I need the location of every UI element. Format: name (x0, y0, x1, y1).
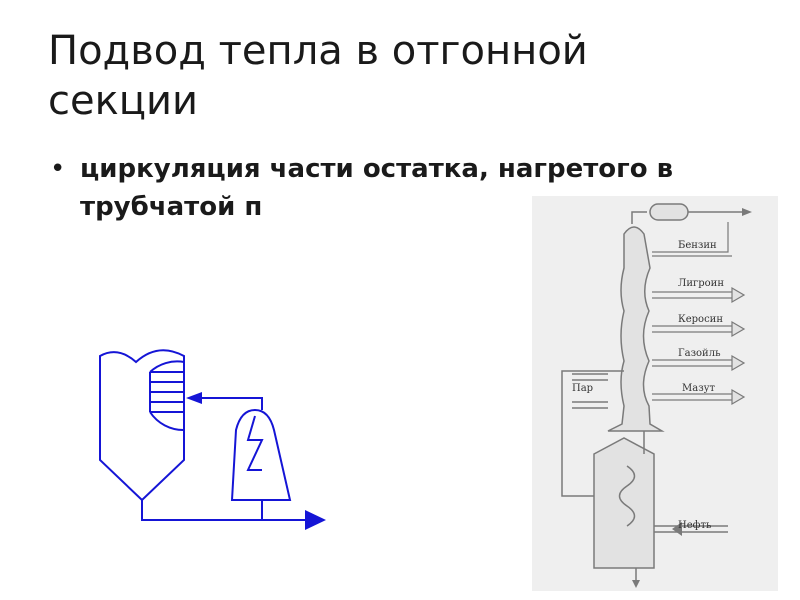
label-kerosin: Керосин (678, 314, 724, 325)
distillation-diagram: Бензин Лигроин Керосин Газойль Мазут Пар… (532, 196, 778, 591)
label-gazoil: Газойль (678, 348, 721, 359)
label-neft: Нефть (678, 520, 712, 531)
distillation-svg (561, 203, 752, 588)
bullet-text: циркуляция части остатка, нагретого в тр… (80, 154, 674, 222)
label-benzin: Бензин (678, 240, 717, 251)
recycle-pipe (202, 397, 263, 520)
bullet-list: • циркуляция части остатка, нагретого в … (48, 150, 788, 226)
column-trays (149, 360, 185, 432)
reboiler-scheme-diagram (99, 349, 326, 530)
feed-line (561, 370, 624, 497)
condenser (649, 203, 689, 221)
furnace-coil (246, 415, 264, 471)
outlet-arrow (305, 510, 326, 530)
slide-title: Подвод тепла в отгонной секции (48, 28, 588, 124)
label-mazut: Мазут (682, 383, 716, 394)
steam-lines (572, 373, 608, 409)
distillation-column (607, 226, 665, 432)
recycle-arrow (186, 392, 202, 404)
bullet-dot: • (50, 154, 66, 184)
furnace-outline (230, 400, 292, 501)
vapor-line (631, 211, 647, 224)
furnace-coil (618, 465, 636, 527)
draw-offs (652, 222, 746, 406)
label-par: Пар (572, 383, 594, 394)
bullet-item: • циркуляция части остатка, нагретого в … (48, 150, 788, 226)
crude-inlet (654, 525, 728, 533)
bottom-pipe (141, 500, 305, 521)
label-ligroin: Лигроин (678, 278, 725, 289)
column-outline (99, 349, 185, 502)
